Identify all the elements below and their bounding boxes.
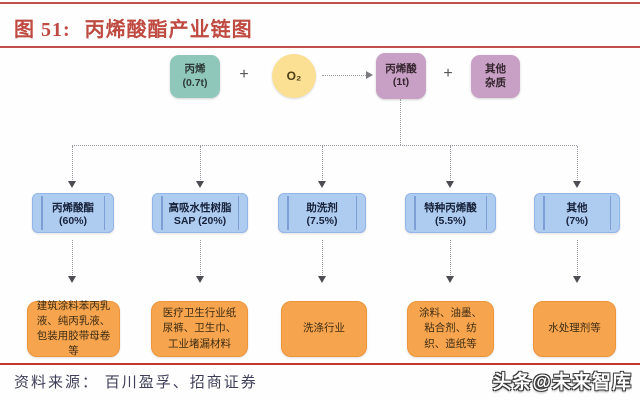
arrow-down-icon bbox=[573, 276, 581, 283]
side-bar bbox=[161, 196, 163, 230]
node-sap: 高吸水性树脂 SAP (20%) bbox=[152, 193, 248, 233]
mid-label: 高吸水性树脂 bbox=[168, 201, 232, 214]
acrylic-acid-amount: (1t) bbox=[392, 76, 410, 88]
arrow-down-icon bbox=[446, 276, 454, 283]
connector-drop bbox=[200, 240, 201, 277]
mid-label: 其他 bbox=[566, 201, 588, 214]
node-app-hygiene: 医疗卫生行业纸尿裤、卫生巾、工业堵漏材料 bbox=[151, 301, 248, 357]
connector-drop bbox=[450, 146, 451, 182]
arrow-down-icon bbox=[318, 181, 326, 188]
side-bar bbox=[287, 196, 289, 230]
mid-label: 特种丙烯酸 bbox=[424, 201, 477, 214]
side-bar bbox=[414, 196, 416, 230]
arrow-down-icon bbox=[573, 181, 581, 188]
node-oxygen: O₂ bbox=[272, 54, 316, 98]
mid-share: (5.5%) bbox=[435, 214, 466, 227]
oxygen-label: O₂ bbox=[286, 69, 302, 83]
propylene-label: 丙烯 bbox=[184, 63, 206, 76]
figure-title-text: 丙烯酸酯产业链图 bbox=[84, 19, 253, 41]
connector-drop bbox=[72, 240, 73, 277]
mid-label: 丙烯酸酯 bbox=[52, 201, 94, 214]
end-label: 建筑涂料苯丙乳液、纯丙乳液、包装用胶带母卷等 bbox=[36, 299, 111, 358]
mid-label: 助洗剂 bbox=[306, 201, 338, 214]
end-label: 洗涤行业 bbox=[303, 322, 345, 335]
node-detergent-builder: 助洗剂 (7.5%) bbox=[278, 193, 366, 233]
node-app-water-treatment: 水处理剂等 bbox=[533, 301, 616, 357]
connector-trunk bbox=[400, 99, 401, 145]
node-app-coatings-ink: 涂料、油墨、粘合剂、纺织、造纸等 bbox=[407, 301, 494, 357]
connector-drop bbox=[322, 146, 323, 182]
propylene-amount: (0.7t) bbox=[182, 76, 208, 89]
node-acrylic-acid: 丙烯酸 (1t) bbox=[376, 53, 426, 99]
title-underline bbox=[0, 46, 640, 48]
footer-rule bbox=[0, 363, 640, 365]
connector-drop bbox=[322, 240, 323, 277]
node-specialty-acrylic-acid: 特种丙烯酸 (5.5%) bbox=[405, 193, 496, 233]
arrow-down-icon bbox=[318, 276, 326, 283]
node-app-coatings-emulsion: 建筑涂料苯丙乳液、纯丙乳液、包装用胶带母卷等 bbox=[27, 299, 120, 358]
connector-drop bbox=[72, 146, 73, 182]
figure-title: 图 51: 丙烯酸酯产业链图 bbox=[14, 13, 253, 42]
arrow-down-icon bbox=[68, 181, 76, 188]
impurities-label-2: 杂质 bbox=[485, 76, 506, 89]
end-label: 医疗卫生行业纸尿裤、卫生巾、工业堵漏材料 bbox=[162, 307, 237, 350]
connector-drop bbox=[577, 240, 578, 277]
arrow-down-icon bbox=[446, 181, 454, 188]
end-label: 水处理剂等 bbox=[548, 322, 601, 335]
impurities-label-1: 其他 bbox=[485, 63, 506, 76]
reaction-arrowhead-icon bbox=[366, 71, 373, 79]
mid-share: (60%) bbox=[58, 214, 87, 227]
arrow-down-icon bbox=[196, 276, 204, 283]
side-bar bbox=[485, 196, 487, 230]
mid-share: (7.5%) bbox=[306, 214, 338, 227]
side-bar bbox=[237, 196, 239, 230]
connector-spread bbox=[72, 145, 577, 146]
arrow-down-icon bbox=[68, 276, 76, 283]
node-propylene: 丙烯 (0.7t) bbox=[170, 55, 220, 98]
node-others: 其他 (7%) bbox=[534, 193, 620, 233]
top-rule bbox=[0, 2, 640, 4]
node-acrylate-esters: 丙烯酸酯 (60%) bbox=[32, 193, 114, 233]
side-bar bbox=[103, 196, 105, 230]
node-impurities: 其他 杂质 bbox=[471, 55, 520, 98]
reaction-arrow-line bbox=[322, 75, 366, 76]
side-bar bbox=[609, 196, 611, 230]
connector-drop bbox=[450, 240, 451, 277]
side-bar bbox=[355, 196, 357, 230]
plus-sign: + bbox=[239, 66, 249, 83]
mid-share: (7%) bbox=[565, 214, 589, 227]
connector-drop bbox=[577, 146, 578, 182]
arrow-down-icon bbox=[196, 181, 204, 188]
figure-number: 图 51: bbox=[14, 19, 71, 41]
watermark: 头条@未来智库 bbox=[492, 372, 632, 393]
mid-share: SAP (20%) bbox=[173, 214, 227, 227]
side-bar bbox=[41, 196, 43, 230]
acrylic-acid-label: 丙烯酸 bbox=[385, 62, 417, 75]
source-note: 资料来源： 百川盈孚、招商证券 bbox=[14, 375, 258, 391]
plus-sign: + bbox=[443, 65, 453, 82]
connector-drop bbox=[200, 146, 201, 182]
end-label: 涂料、油墨、粘合剂、纺织、造纸等 bbox=[419, 307, 482, 350]
side-bar bbox=[543, 196, 545, 230]
node-app-washing: 洗涤行业 bbox=[281, 301, 367, 357]
